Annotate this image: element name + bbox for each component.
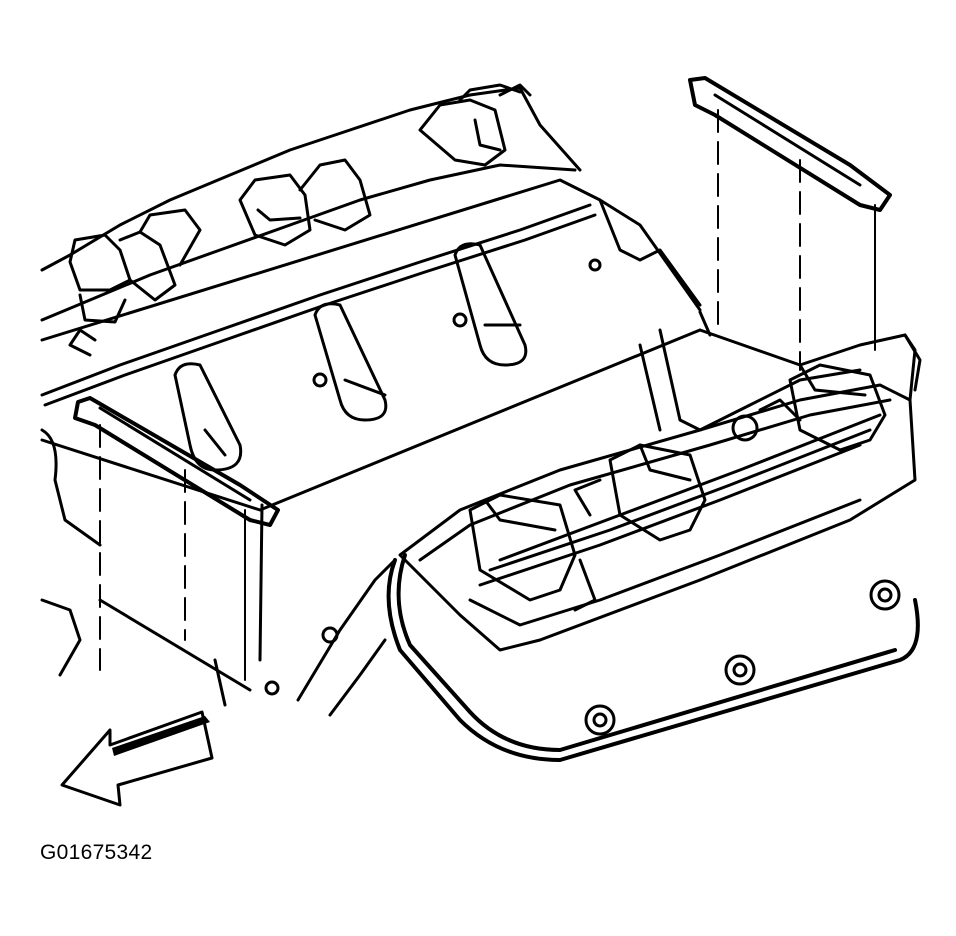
ignition-coil (468, 493, 597, 612)
front-direction-arrow-icon (60, 710, 214, 807)
engine-block (40, 428, 397, 717)
cover-bolt (724, 654, 756, 686)
ignition-coil (573, 443, 707, 542)
guide-lines (99, 424, 246, 681)
intake-port (312, 302, 388, 422)
right-cylinder-head (638, 328, 922, 432)
ignition-coil (731, 363, 887, 452)
left-cylinder-head (40, 86, 597, 407)
coil-tower (238, 158, 372, 247)
intake-port (452, 242, 602, 367)
left-coil-bracket (73, 396, 280, 527)
right-coil-bracket (688, 76, 892, 212)
intake-plate (40, 178, 712, 662)
valve-cover-gasket (386, 553, 920, 762)
figure-id-label: G01675342 (40, 841, 153, 864)
guide-lines (717, 109, 876, 371)
coil-tower (418, 83, 532, 167)
cover-bolt (584, 704, 616, 736)
cover-bolt (869, 579, 901, 611)
coil-tower (68, 208, 202, 324)
valve-cover (398, 383, 917, 652)
